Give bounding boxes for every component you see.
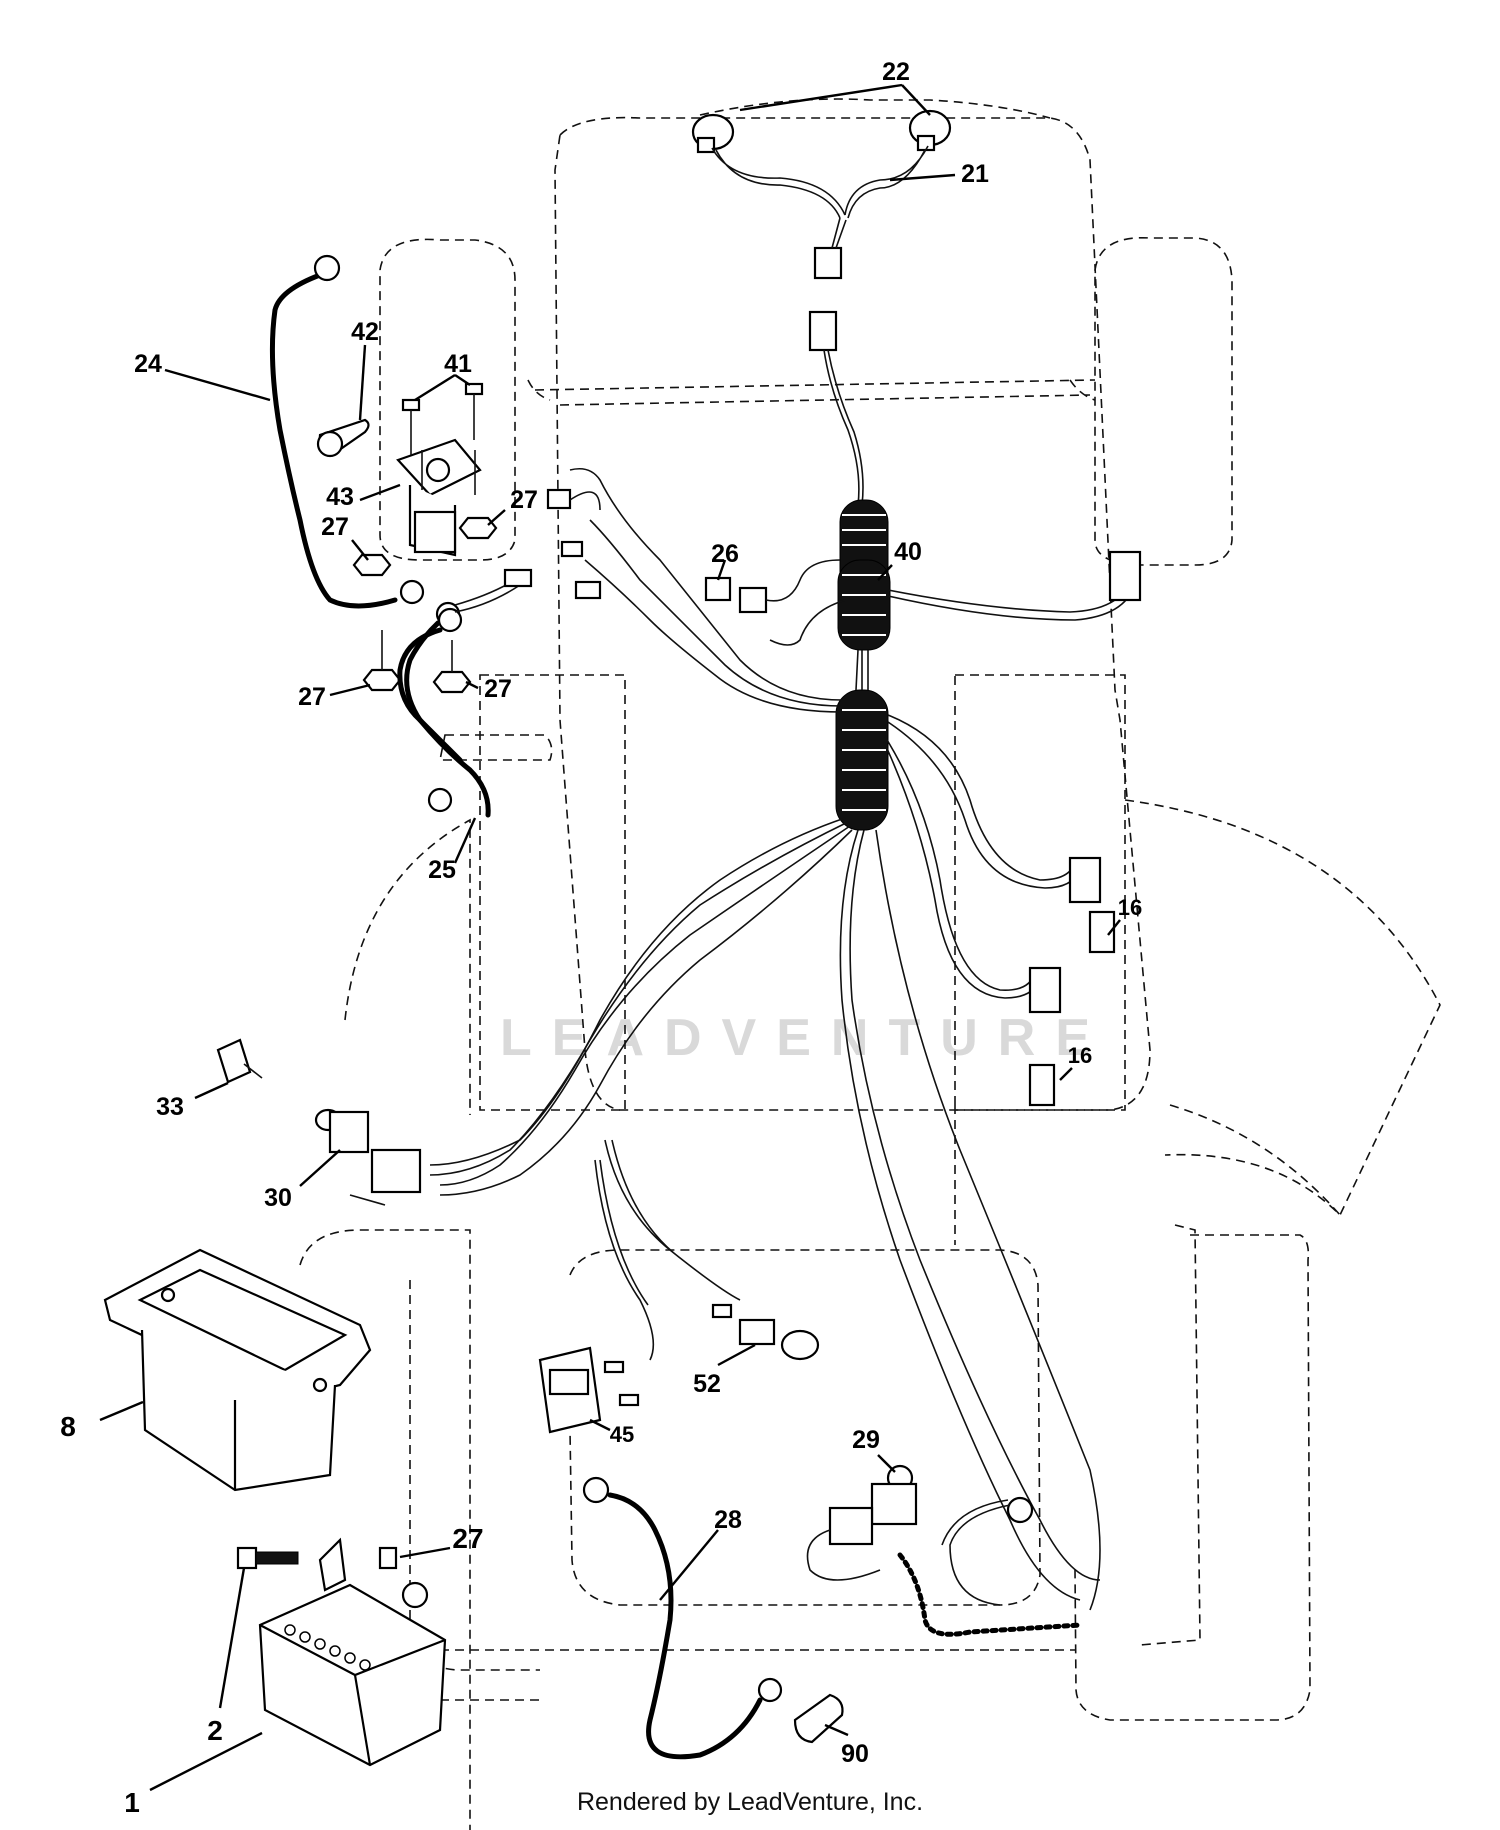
callout-27-nut-right: 27 — [484, 675, 512, 703]
cable-25-ring-bottom — [427, 787, 453, 813]
ignition-switch-30 — [314, 1108, 422, 1206]
battery-1 — [258, 1581, 447, 1767]
terminal-boot-42 — [316, 418, 370, 458]
coiled-cable-ring — [1006, 1496, 1034, 1524]
hour-meter-45 — [538, 1346, 640, 1434]
callout-27-nut-left: 27 — [298, 683, 326, 711]
callout-43: 43 — [326, 483, 354, 511]
seat-switch-29 — [806, 1464, 918, 1581]
callout-8: 8 — [60, 1411, 76, 1442]
callout-40: 40 — [894, 538, 922, 566]
solenoid-wire-plug — [503, 568, 533, 588]
callout-16-upper: 16 — [1118, 895, 1142, 920]
callout-2: 2 — [207, 1715, 223, 1746]
cable-24-ring-top — [313, 254, 341, 282]
callout-21: 21 — [961, 160, 989, 188]
cable-24-ring-bottom — [399, 579, 425, 605]
coiled-cable — [897, 1552, 1083, 1637]
coiled-cable-wire — [941, 1499, 1011, 1606]
main-harness — [429, 467, 1142, 1611]
headlight-harness — [691, 109, 952, 506]
cable-28-ring-bottom — [757, 1677, 783, 1703]
callout-28: 28 — [714, 1506, 742, 1534]
callout-33: 33 — [156, 1093, 184, 1121]
callout-52: 52 — [693, 1370, 721, 1398]
callout-16-lower: 16 — [1068, 1043, 1092, 1068]
callout-42: 42 — [351, 318, 379, 346]
solenoid-cable-ring — [437, 607, 463, 633]
render-credit: Rendered by LeadVenture, Inc. — [576, 1788, 924, 1816]
bolt-41 — [401, 382, 484, 455]
callout-45: 45 — [610, 1422, 634, 1447]
ignition-key-33 — [216, 1038, 263, 1084]
callout-26: 26 — [711, 540, 739, 568]
callout-22: 22 — [882, 58, 910, 86]
battery-cable-28 — [607, 1492, 763, 1760]
battery-nut-27 — [378, 1546, 398, 1570]
leader-lines — [99, 83, 1121, 1792]
callout-90: 90 — [841, 1740, 869, 1768]
callout-27-battery: 27 — [452, 1523, 483, 1554]
starter-solenoid-43 — [396, 438, 482, 557]
ground-cable-24 — [269, 272, 398, 609]
callout-labels: 22 21 24 42 41 43 27 27 27 27 25 26 40 1… — [60, 58, 1142, 1818]
terminal-boot-90 — [793, 1693, 844, 1744]
lamp-52 — [711, 1303, 820, 1361]
callout-41: 41 — [444, 350, 472, 378]
harness-terminals — [546, 488, 602, 600]
battery-box-8 — [103, 1248, 372, 1492]
watermark: LEADVENTURE — [500, 1009, 1110, 1067]
callout-27-solenoid-left: 27 — [321, 513, 349, 541]
solenoid-cable — [397, 627, 463, 763]
battery-terminal-strap — [318, 1537, 347, 1592]
callout-27-solenoid-right: 27 — [510, 486, 538, 514]
callout-29: 29 — [852, 1426, 880, 1454]
callout-30: 30 — [264, 1184, 292, 1212]
callout-25: 25 — [428, 856, 456, 884]
cable-28-ring-top — [582, 1476, 610, 1504]
battery-bolt-2 — [236, 1546, 299, 1570]
callout-24: 24 — [134, 350, 162, 378]
fuse-connector-26 — [704, 559, 841, 614]
callout-1: 1 — [124, 1787, 140, 1818]
nuts-27 — [352, 516, 498, 694]
